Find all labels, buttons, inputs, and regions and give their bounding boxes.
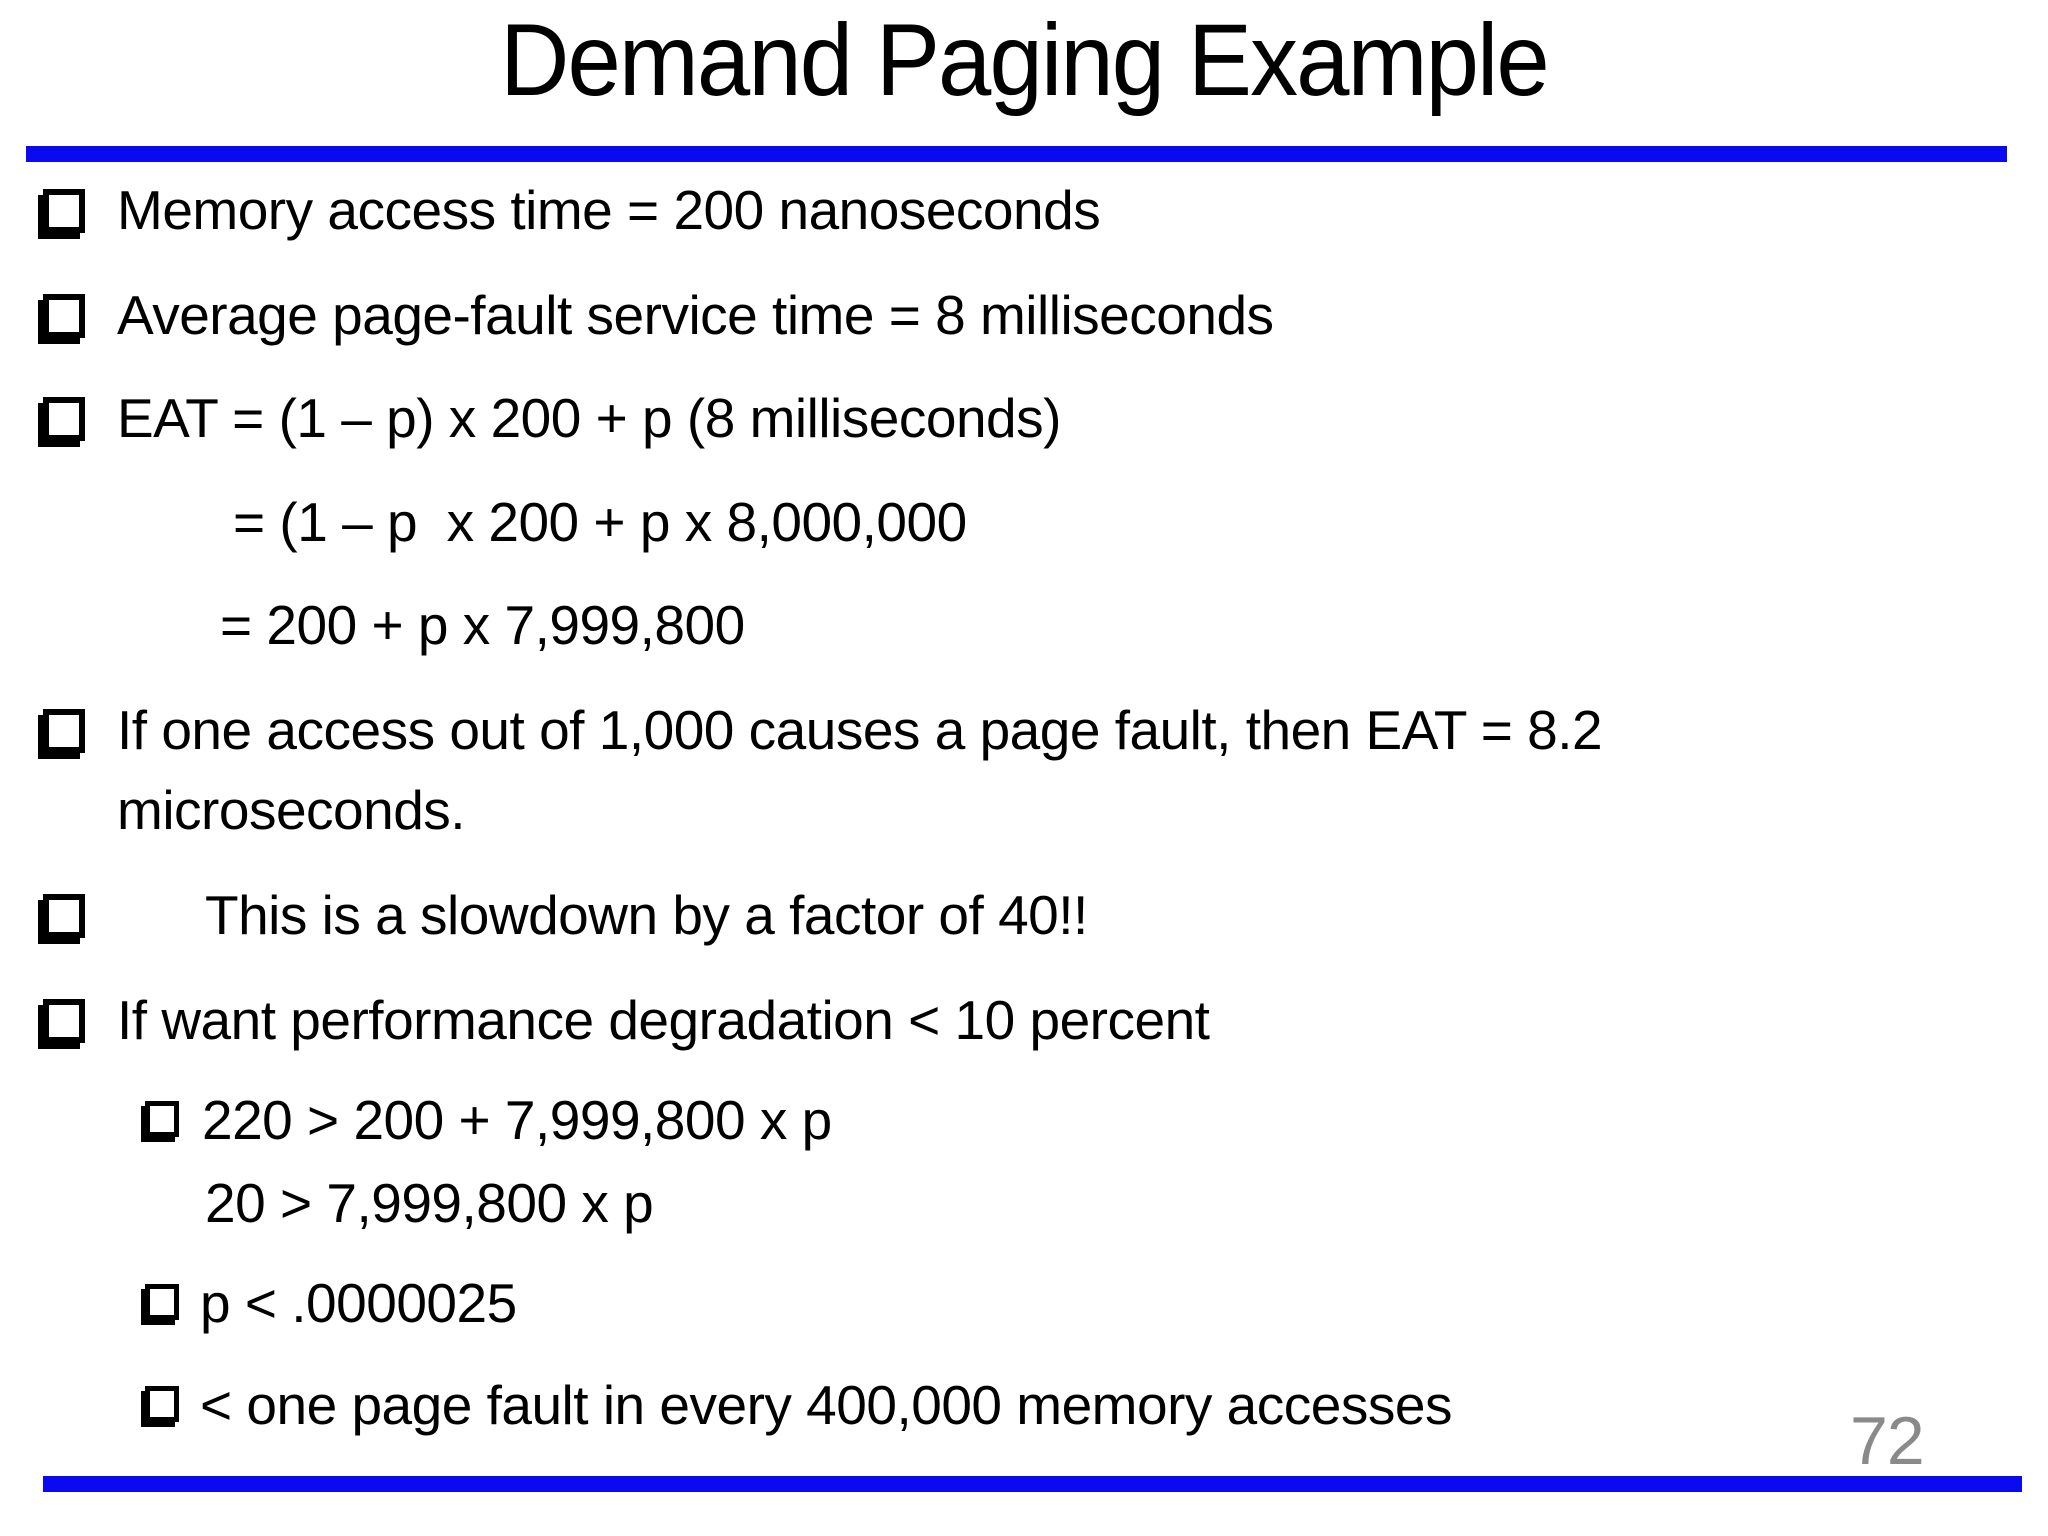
equation-line: = 200 + p x 7,999,800 — [0, 592, 2048, 662]
line-text: p < .0000025 — [200, 1272, 517, 1334]
square-bullet-icon — [43, 999, 85, 1043]
line-text: microseconds. — [117, 779, 466, 841]
bullet-line: Average page-fault service time = 8 mill… — [0, 282, 2048, 352]
equation-line: = (1 – p x 200 + p x 8,000,000 — [0, 489, 2048, 559]
line-text: If one access out of 1,000 causes a page… — [117, 699, 1603, 761]
sub-bullet-line: 220 > 200 + 7,999,800 x p — [0, 1087, 2048, 1157]
square-bullet-icon — [43, 894, 85, 938]
line-text: = 200 + p x 7,999,800 — [220, 594, 745, 656]
bullet-line: This is a slowdown by a factor of 40!! — [0, 882, 2048, 952]
page-number: 72 — [1850, 1403, 1925, 1479]
top-divider-rule — [26, 146, 2007, 162]
bullet-line: If want performance degradation < 10 per… — [0, 987, 2048, 1057]
bottom-divider-rule — [43, 1476, 2022, 1492]
square-bullet-icon — [145, 1284, 179, 1320]
sub-bullet-line: p < .0000025 — [0, 1270, 2048, 1340]
bullet-line: If one access out of 1,000 causes a page… — [0, 697, 2048, 767]
line-text: < one page fault in every 400,000 memory… — [200, 1374, 1452, 1436]
bullet-line: EAT = (1 – p) x 200 + p (8 milliseconds) — [0, 385, 2048, 455]
line-text: Memory access time = 200 nanoseconds — [117, 179, 1101, 241]
line-text: This is a slowdown by a factor of 40!! — [205, 884, 1088, 946]
sub-bullet-line: < one page fault in every 400,000 memory… — [0, 1372, 2048, 1442]
square-bullet-icon — [43, 189, 85, 233]
line-text: 20 > 7,999,800 x p — [205, 1172, 654, 1234]
equation-line: 20 > 7,999,800 x p — [0, 1170, 2048, 1240]
line-text: = (1 – p x 200 + p x 8,000,000 — [233, 491, 967, 553]
wrapped-line: microseconds. — [0, 777, 2048, 847]
slide-title: Demand Paging Example — [500, 3, 1550, 117]
line-text: Average page-fault service time = 8 mill… — [117, 284, 1274, 346]
line-text: 220 > 200 + 7,999,800 x p — [202, 1089, 832, 1151]
square-bullet-icon — [43, 294, 85, 338]
square-bullet-icon — [43, 709, 85, 753]
square-bullet-icon — [145, 1386, 179, 1422]
line-text: EAT = (1 – p) x 200 + p (8 milliseconds) — [117, 387, 1061, 449]
square-bullet-icon — [145, 1101, 179, 1137]
bullet-line: Memory access time = 200 nanoseconds — [0, 177, 2048, 247]
square-bullet-icon — [43, 397, 85, 441]
line-text: If want performance degradation < 10 per… — [117, 989, 1210, 1051]
